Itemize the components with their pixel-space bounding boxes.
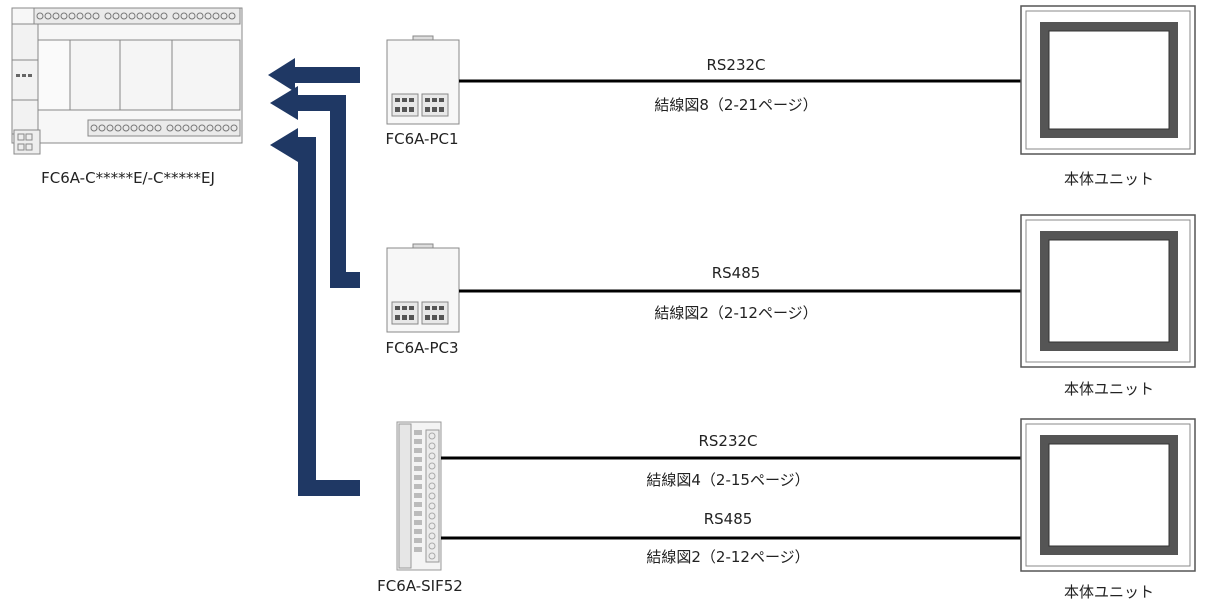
module-pc1 — [386, 35, 460, 125]
module-pc1-label: FC6A-PC1 — [385, 130, 459, 148]
hmi-unit-1-label: 本体ユニット — [1063, 170, 1155, 188]
connection-4-wiring: 結線図2（2-12ページ） — [646, 548, 810, 566]
connection-1-wiring: 結線図8（2-21ページ） — [654, 96, 818, 114]
module-sif52-label: FC6A-SIF52 — [377, 577, 463, 595]
arrow-1-head — [268, 58, 295, 92]
arrow-3-head — [270, 128, 298, 162]
hmi-unit-2 — [1020, 214, 1196, 368]
connection-2-protocol: RS485 — [711, 264, 761, 282]
plc-label: FC6A-C*****E/-C*****EJ — [41, 169, 215, 187]
arrow-2-head — [270, 86, 298, 120]
connection-lines — [441, 79, 1022, 540]
connection-3-protocol: RS232C — [698, 432, 758, 450]
connection-3-wiring: 結線図4（2-15ページ） — [646, 471, 810, 489]
arrow-1-shaft — [295, 67, 360, 83]
connection-4-protocol: RS485 — [703, 510, 753, 528]
hmi-unit-3-label: 本体ユニット — [1063, 583, 1155, 601]
hmi-unit-3 — [1020, 418, 1196, 572]
arrow-3-shaft — [298, 137, 360, 496]
plc-unit — [11, 7, 243, 155]
connection-1-protocol: RS232C — [706, 56, 766, 74]
module-sif52 — [396, 421, 442, 571]
connection-2-wiring: 結線図2（2-12ページ） — [654, 304, 818, 322]
module-pc3-label: FC6A-PC3 — [385, 339, 459, 357]
arrow-2-shaft — [298, 95, 360, 288]
hmi-unit-2-label: 本体ユニット — [1063, 380, 1155, 398]
hmi-unit-1 — [1020, 5, 1196, 155]
module-pc3 — [386, 243, 460, 333]
arrows — [268, 58, 360, 496]
